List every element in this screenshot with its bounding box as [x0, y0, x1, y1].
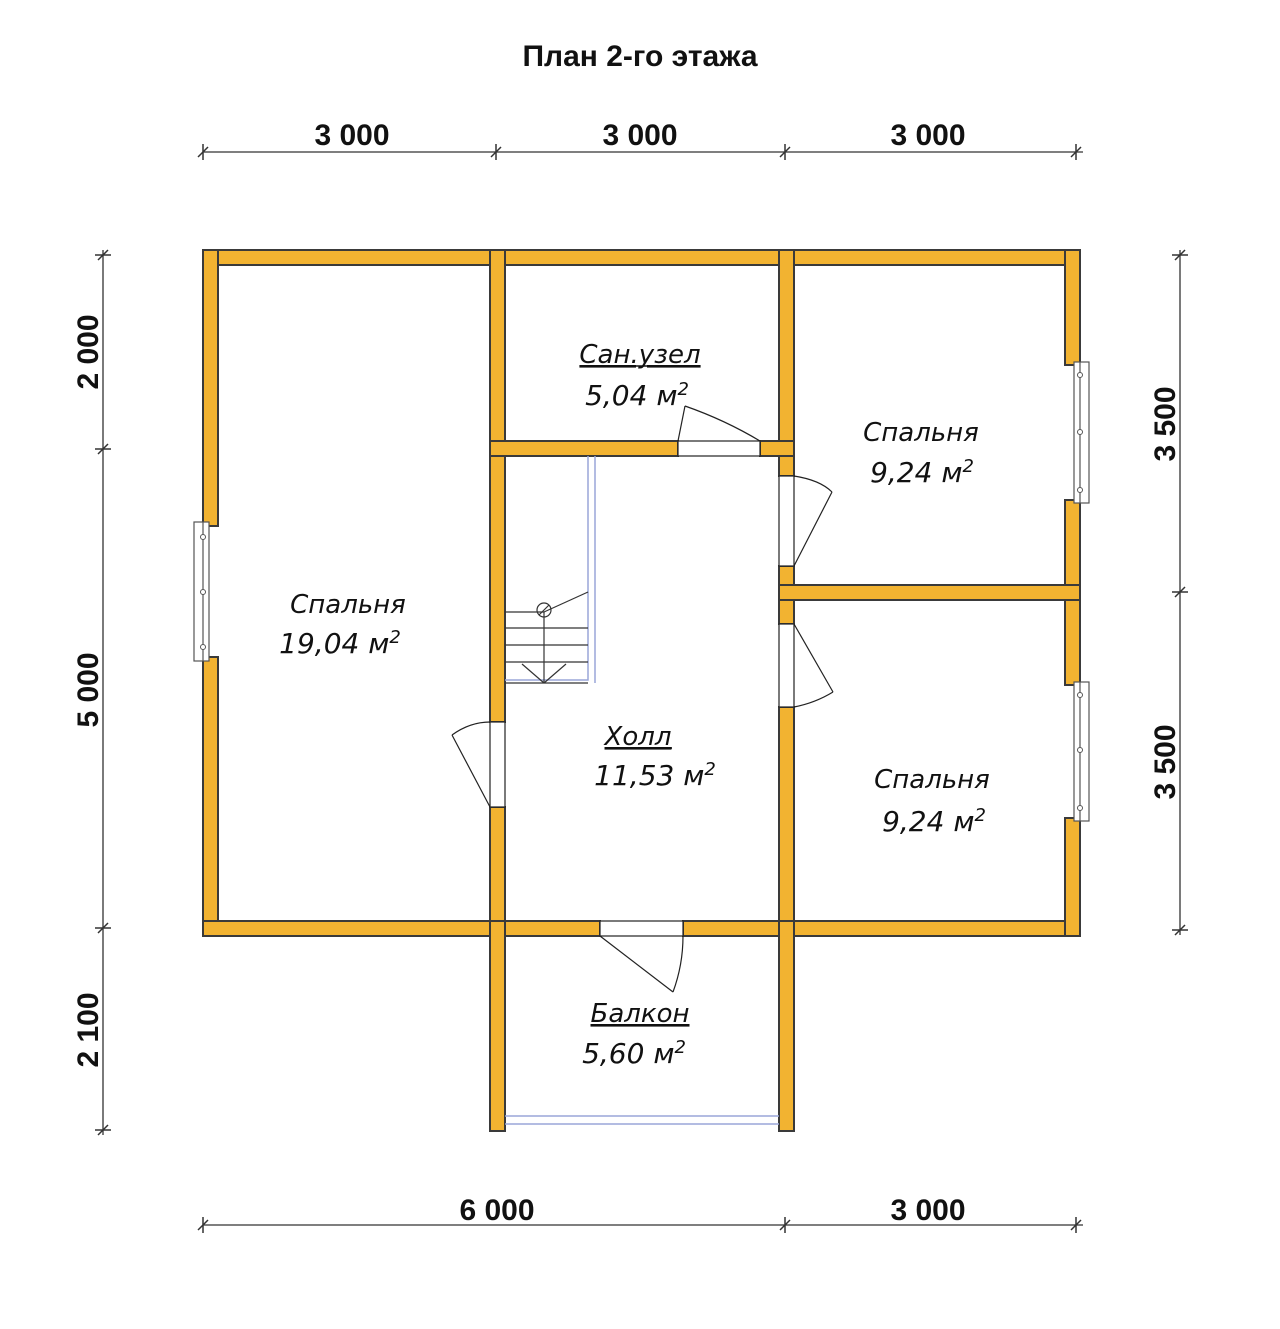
dim-right-1: 3 500 [1149, 386, 1182, 461]
room-name: Спальня [874, 765, 990, 795]
room-name: Балкон [591, 999, 690, 1029]
dim-top-2: 3 000 [602, 119, 677, 152]
room-area: 5,60 м2 [582, 1037, 686, 1070]
room-hall: Холл 11,53 м2 [594, 722, 716, 792]
room-bedroom-top-right: Спальня 9,24 м2 [863, 418, 979, 489]
room-bedroom-large: Спальня 19,04 м2 [279, 590, 406, 660]
door-bedroom-left [451, 721, 506, 808]
dim-left-1: 2 000 [72, 314, 105, 389]
dim-right-2: 3 500 [1149, 724, 1182, 799]
dimension-line-right: 3 500 3 500 [1149, 249, 1188, 936]
window-right-bottom [1073, 681, 1090, 822]
room-name: Спальня [863, 418, 979, 448]
room-name: Спальня [290, 590, 406, 620]
room-bathroom: Сан.узел 5,04 м2 [579, 340, 700, 412]
room-area: 5,04 м2 [585, 379, 689, 412]
dimension-line-left: 2 000 5 000 2 100 [72, 249, 111, 1136]
dim-top-1: 3 000 [314, 119, 389, 152]
room-area: 19,04 м2 [279, 627, 401, 660]
window-right-top [1073, 361, 1090, 504]
dim-left-3: 2 100 [72, 992, 105, 1067]
door-bedroom-bottom-right [778, 623, 834, 708]
dimension-line-bottom: 6 000 3 000 [197, 1194, 1083, 1233]
balcony-railing [505, 1115, 779, 1125]
windows [193, 361, 1090, 822]
window-left [193, 521, 210, 662]
staircase [505, 456, 596, 684]
dimension-line-top: 3 000 3 000 3 000 [197, 119, 1083, 160]
door-bathroom [677, 405, 761, 457]
dim-top-3: 3 000 [890, 119, 965, 152]
room-area: 11,53 м2 [594, 759, 716, 792]
room-balcony: Балкон 5,60 м2 [582, 999, 689, 1070]
room-name: Холл [603, 722, 672, 752]
door-bedroom-top-right [778, 475, 833, 567]
room-area: 9,24 м2 [882, 805, 986, 838]
dim-bottom-2: 3 000 [890, 1194, 965, 1227]
room-name: Сан.узел [579, 340, 700, 370]
door-balcony [599, 920, 684, 993]
plan-title: План 2-го этажа [522, 40, 757, 73]
walls [202, 249, 1081, 1132]
room-bedroom-bottom-right: Спальня 9,24 м2 [874, 765, 990, 838]
room-area: 9,24 м2 [870, 456, 974, 489]
dim-left-2: 5 000 [72, 652, 105, 727]
dim-bottom-1: 6 000 [459, 1194, 534, 1227]
doors [451, 405, 834, 993]
